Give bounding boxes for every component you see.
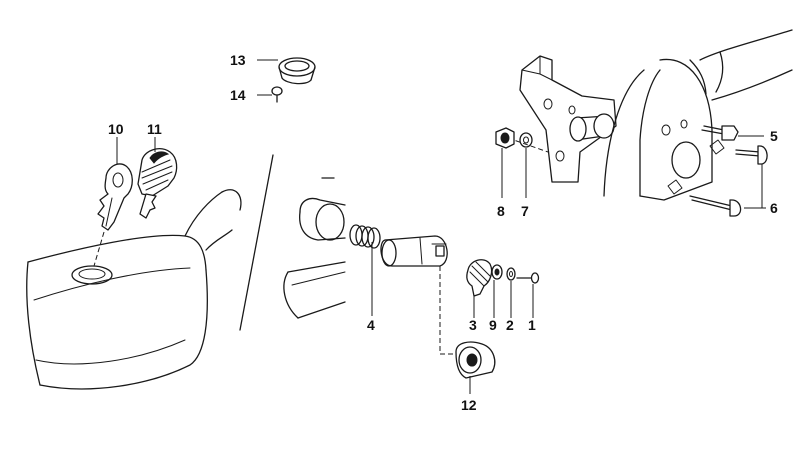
lock-cylinder (380, 235, 448, 267)
washer-7 (519, 132, 533, 148)
washer-9 (491, 264, 503, 280)
callout-1: 1 (528, 317, 536, 333)
bracket (519, 55, 617, 183)
callout-8: 8 (497, 203, 505, 219)
nut-8 (495, 127, 515, 149)
ring-12 (455, 341, 496, 379)
callout-12: 12 (461, 397, 477, 413)
bolt-6-lower (689, 195, 742, 217)
lock-plate-3 (466, 259, 493, 297)
callout-4: 4 (367, 317, 375, 333)
fuel-tank-body (26, 189, 242, 390)
bolt-6-upper (735, 145, 768, 165)
callout-10: 10 (108, 121, 124, 137)
callout-6: 6 (770, 200, 778, 216)
callout-13: 13 (230, 52, 246, 68)
leader-lines (116, 59, 766, 394)
callout-5: 5 (770, 128, 778, 144)
bolt-5 (701, 125, 739, 141)
tank-lock-hole (71, 265, 113, 285)
washer-2 (506, 267, 516, 281)
callout-9: 9 (489, 317, 497, 333)
key-10 (97, 163, 133, 231)
assembly-line-key (93, 231, 105, 267)
pin-1 (516, 272, 540, 284)
callout-11: 11 (147, 121, 162, 137)
section-divider (239, 154, 274, 331)
ring-13 (278, 57, 316, 85)
key-11 (137, 148, 178, 219)
handlebar-stub (283, 177, 346, 319)
assembly-line-cylinder-12 (439, 266, 462, 355)
callout-7: 7 (521, 203, 529, 219)
headstock-frame (603, 29, 793, 201)
callout-14: 14 (230, 87, 246, 103)
assembly-line-8-7 (507, 137, 549, 153)
callout-3: 3 (469, 317, 477, 333)
spring-4 (349, 224, 381, 249)
callout-labels: 1 2 3 4 5 6 7 8 9 10 11 12 13 14 (108, 52, 778, 413)
screw-14 (271, 86, 283, 103)
callout-2: 2 (506, 317, 514, 333)
